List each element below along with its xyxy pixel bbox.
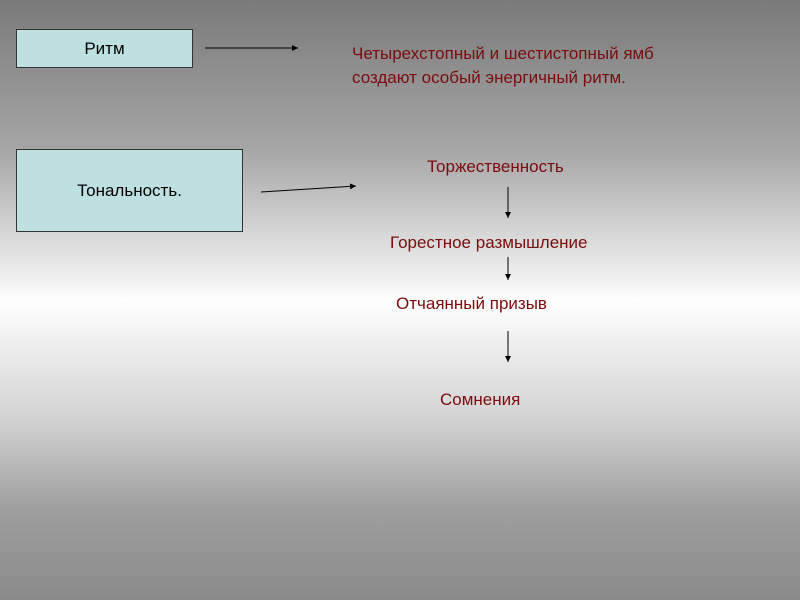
rhythm-description: Четырехстопный и шестистопный ямб создаю… <box>352 42 654 90</box>
rhythm-box: Ритм <box>16 29 193 68</box>
rhythm-description-line-1: Четырехстопный и шестистопный ямб <box>352 44 654 63</box>
rhythm-label: Ритм <box>84 38 125 58</box>
tone-solemnity: Торжественность <box>427 157 564 176</box>
arrow-tonality-to-sequence <box>260 183 357 193</box>
tone-sorrowful-reflection: Горестное размышление <box>390 233 588 252</box>
tone-desperate-call: Отчаянный призыв <box>396 294 547 313</box>
tonality-box: Тональность. <box>16 149 243 232</box>
tonality-label: Тональность. <box>77 180 182 200</box>
tone-doubts: Сомнения <box>440 390 521 409</box>
rhythm-description-line-2: создают особый энергичный ритм. <box>352 68 626 87</box>
